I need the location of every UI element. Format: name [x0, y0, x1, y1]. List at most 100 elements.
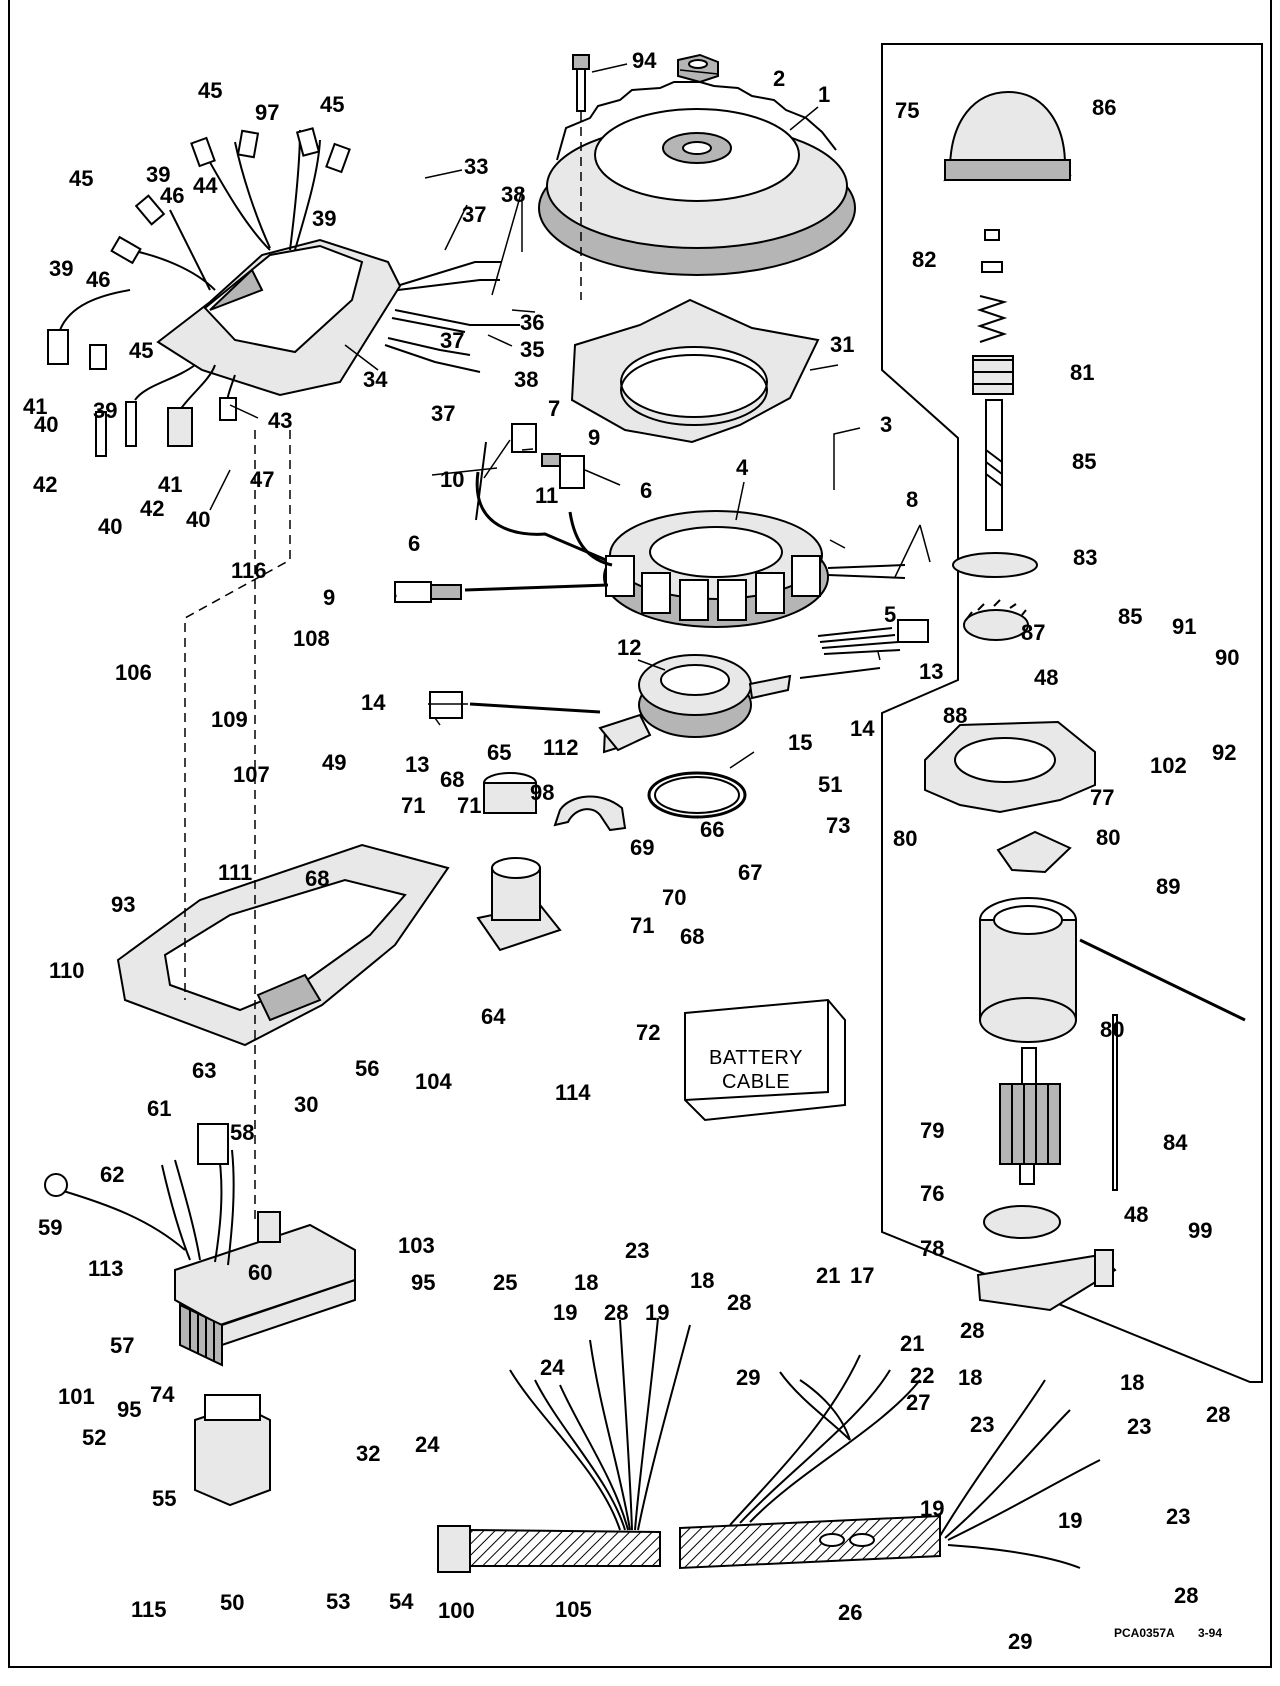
- callout-30: 30: [294, 1092, 318, 1117]
- callout-28c: 28: [960, 1318, 984, 1343]
- callout-46a: 46: [160, 183, 184, 208]
- callout-28d: 28: [1206, 1402, 1230, 1427]
- power-pack-leads-a: [397, 261, 502, 291]
- callout-9b: 9: [323, 585, 335, 610]
- callout-80c: 80: [1100, 1017, 1124, 1042]
- stator-lead: [475, 471, 607, 562]
- spacer-60: [257, 1211, 281, 1243]
- callout-10: 10: [440, 467, 464, 492]
- callout-25: 25: [493, 1270, 517, 1295]
- callout-45d: 45: [129, 338, 153, 363]
- callout-41b: 41: [158, 472, 182, 497]
- callout-107: 107: [233, 762, 270, 787]
- callout-28b: 28: [727, 1290, 751, 1315]
- callout-109: 109: [211, 707, 248, 732]
- callout-2: 2: [773, 66, 785, 91]
- callout-19d: 19: [1058, 1508, 1082, 1533]
- callout-100: 100: [438, 1598, 475, 1623]
- callout-13b: 13: [919, 659, 943, 684]
- callout-51: 51: [818, 772, 842, 797]
- callout-73: 73: [826, 813, 850, 838]
- callout-101: 101: [58, 1384, 95, 1409]
- callout-62: 62: [100, 1162, 124, 1187]
- callout-6b: 6: [408, 531, 420, 556]
- sleeve-and-clamp: [483, 772, 627, 832]
- callout-18b: 18: [690, 1268, 714, 1293]
- callout-13a: 13: [405, 752, 429, 777]
- callout-41a: 41: [23, 394, 47, 419]
- callout-79: 79: [920, 1118, 944, 1143]
- callout-97: 97: [255, 100, 279, 125]
- jumper-21: [779, 1371, 851, 1441]
- diagram-code: PCA0357A: [1114, 1626, 1175, 1640]
- battery-cable-label-line1: BATTERY: [709, 1047, 803, 1069]
- callout-8: 8: [906, 487, 918, 512]
- callout-63: 63: [192, 1058, 216, 1083]
- callout-39b: 39: [312, 206, 336, 231]
- drive-pinion: [972, 355, 1014, 395]
- callout-37a: 37: [462, 202, 486, 227]
- callout-76: 76: [920, 1181, 944, 1206]
- gear-85: [963, 599, 1029, 641]
- callout-91: 91: [1172, 614, 1196, 639]
- callout-28e: 28: [1174, 1583, 1198, 1608]
- callout-52: 52: [82, 1425, 106, 1450]
- connector-lead: [475, 441, 487, 521]
- callout-58: 58: [230, 1120, 254, 1145]
- callout-106: 106: [115, 660, 152, 685]
- callout-88: 88: [943, 703, 967, 728]
- callout-7: 7: [548, 396, 560, 421]
- callout-82: 82: [912, 247, 936, 272]
- callout-32: 32: [356, 1441, 380, 1466]
- power-pack-leads-b: [391, 309, 520, 333]
- callout-114: 114: [555, 1080, 591, 1105]
- stator-lead-2: [568, 511, 613, 567]
- harness-branches-left: [509, 1317, 691, 1531]
- callout-42b: 42: [140, 496, 164, 521]
- callout-80a: 80: [893, 826, 917, 851]
- callout-53: 53: [326, 1589, 350, 1614]
- brush-plate: [996, 830, 1072, 874]
- flywheel: [538, 81, 856, 276]
- spark-plug-caps: [47, 127, 351, 457]
- connector-13-14: [429, 619, 929, 719]
- callout-71b: 71: [457, 793, 481, 818]
- timer-lead: [469, 702, 601, 714]
- callout-40c: 40: [186, 507, 210, 532]
- callout-115: 115: [131, 1597, 167, 1622]
- callout-31: 31: [830, 332, 854, 357]
- power-pack-leads-c: [384, 337, 481, 373]
- callout-37b: 37: [440, 328, 464, 353]
- timer-base: [598, 654, 792, 754]
- callout-95b: 95: [411, 1270, 435, 1295]
- callout-46b: 46: [86, 267, 110, 292]
- callout-103: 103: [398, 1233, 435, 1258]
- callout-64: 64: [481, 1004, 506, 1029]
- callout-9a: 9: [588, 425, 600, 450]
- leader-lines: [209, 63, 931, 769]
- callout-28a: 28: [604, 1300, 628, 1325]
- callout-33: 33: [464, 154, 488, 179]
- callout-40a: 40: [34, 412, 58, 437]
- callout-34: 34: [363, 367, 388, 392]
- callout-23d: 23: [1166, 1504, 1190, 1529]
- callout-84: 84: [1163, 1130, 1188, 1155]
- callout-38a: 38: [501, 182, 525, 207]
- thrust-washer-83: [952, 552, 1038, 578]
- stator-lead-4: [827, 574, 906, 579]
- rectifier-regulator: [174, 1223, 356, 1367]
- callout-19b: 19: [645, 1300, 669, 1325]
- callout-72: 72: [636, 1020, 660, 1045]
- callout-108: 108: [293, 626, 330, 651]
- callout-45a: 45: [198, 78, 222, 103]
- callout-87: 87: [1021, 620, 1045, 645]
- callout-12: 12: [617, 635, 641, 660]
- callout-80b: 80: [1096, 825, 1120, 850]
- callout-83: 83: [1073, 545, 1097, 570]
- callout-60: 60: [248, 1260, 272, 1285]
- callout-68c: 68: [680, 924, 704, 949]
- end-plate-76: [983, 1205, 1061, 1239]
- stator-lead-3: [464, 583, 609, 592]
